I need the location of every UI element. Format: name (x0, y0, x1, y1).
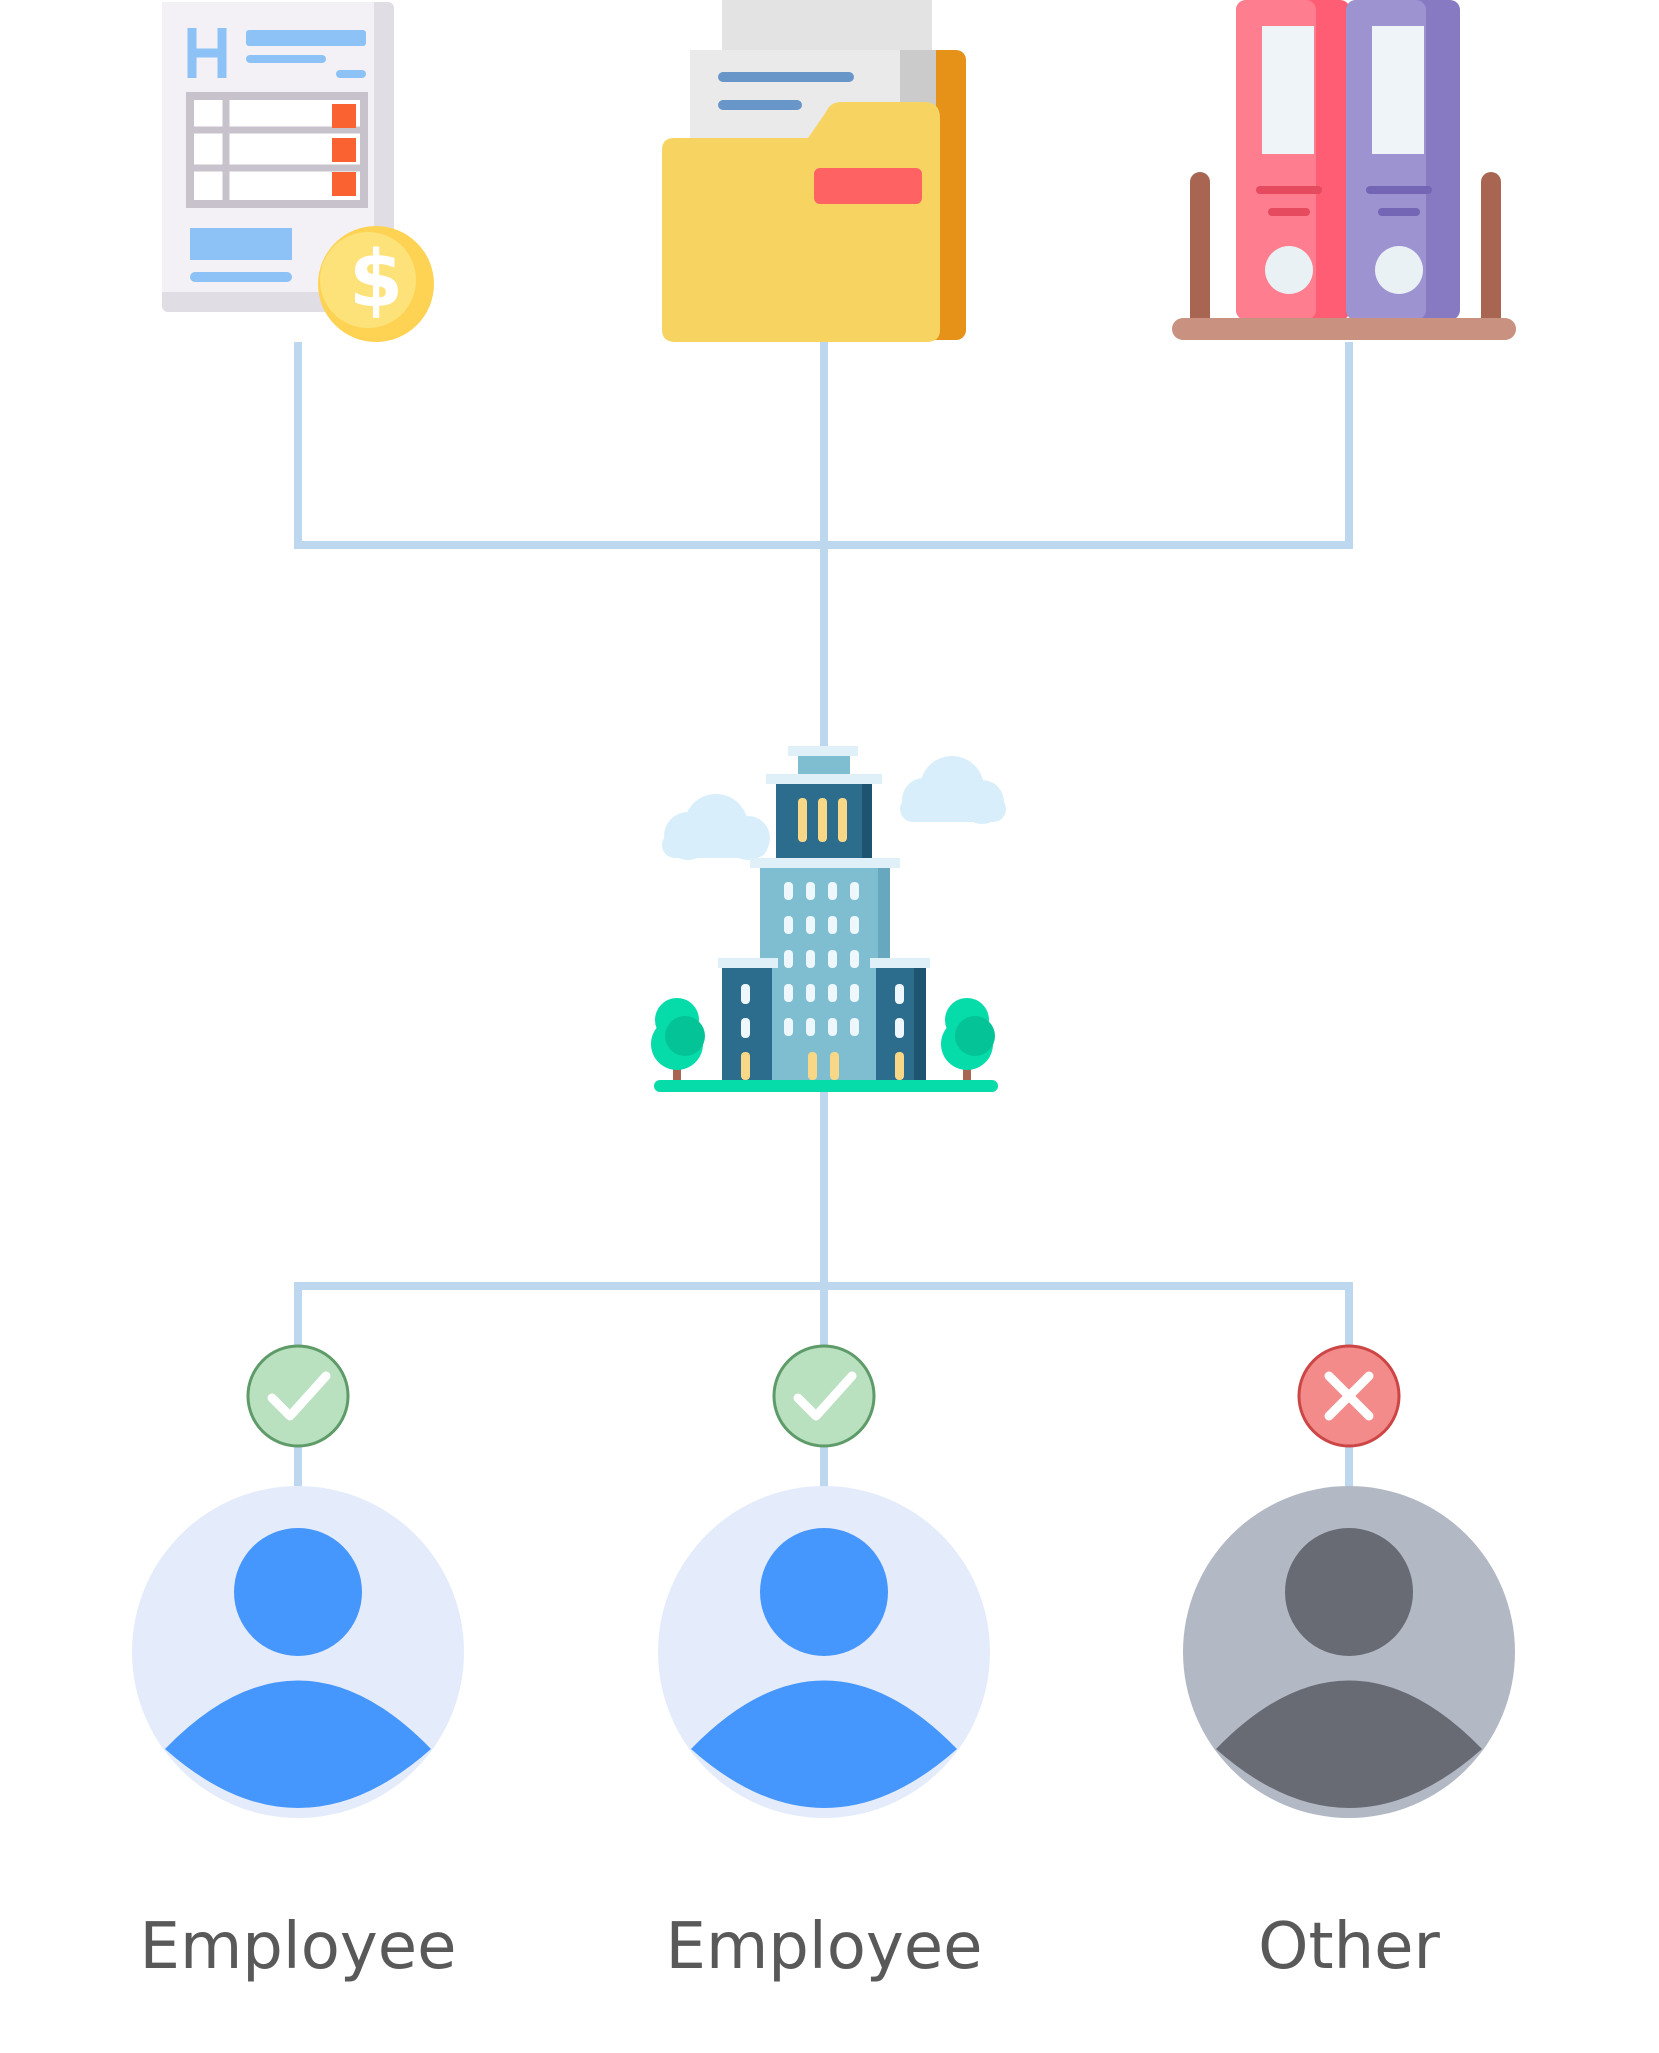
checkmark-icon (246, 1344, 350, 1448)
person-2: Employee (658, 1344, 990, 1984)
invoice-document-icon: $ (162, 2, 434, 342)
document-folder-icon (662, 0, 966, 342)
checkmark-icon (772, 1344, 876, 1448)
person-1: Employee (132, 1344, 464, 1984)
person-label: Employee (666, 1910, 983, 1984)
user-avatar-icon (132, 1486, 464, 1818)
person-label: Employee (140, 1910, 457, 1984)
people-row: Employee Employee Other (132, 1344, 1515, 1984)
building-windows (784, 882, 859, 1036)
tree-icon (651, 998, 705, 1080)
top-connector (294, 342, 1353, 750)
user-avatar-icon (1183, 1486, 1515, 1818)
tree-icon (941, 998, 995, 1080)
person-3: Other (1183, 1344, 1515, 1984)
user-avatar-icon (658, 1486, 990, 1818)
cloud-icon (662, 794, 770, 860)
cloud-icon (900, 756, 1006, 824)
person-label: Other (1258, 1910, 1440, 1984)
office-building-icon (651, 746, 1006, 1092)
binders-shelf-icon (1172, 0, 1516, 340)
dollar-coin-icon: $ (318, 226, 434, 342)
cross-icon (1297, 1344, 1401, 1448)
svg-text:$: $ (349, 235, 403, 325)
